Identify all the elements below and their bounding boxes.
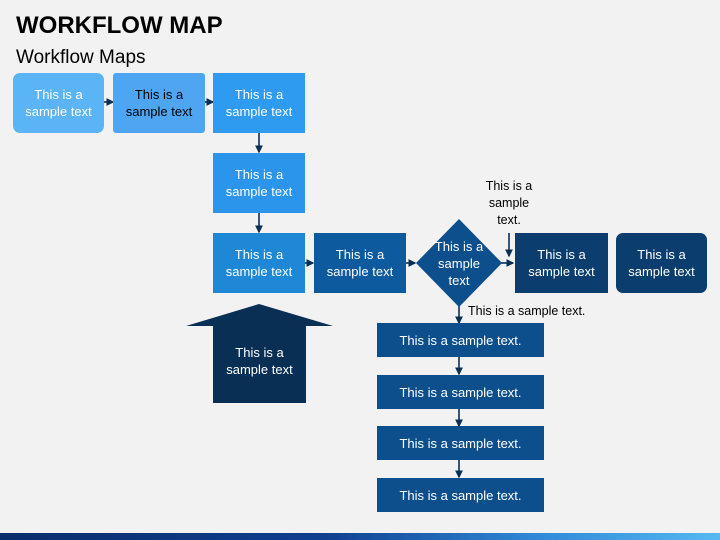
- step-box-2: This is a sample text.: [377, 375, 544, 409]
- decision-diamond: [416, 219, 502, 307]
- decision-label: This is a sample text: [434, 238, 484, 288]
- step-box-4: This is a sample text.: [377, 478, 544, 512]
- process-box-4: This is a sample text: [213, 153, 305, 213]
- process-box-5: This is a sample text: [213, 233, 305, 293]
- page-title: WORKFLOW MAP: [16, 12, 223, 39]
- step-box-3: This is a sample text.: [377, 426, 544, 460]
- arrow-block-label: This is a sample text: [226, 345, 293, 377]
- process-box-1: This is a sample text: [13, 73, 104, 133]
- process-box-7: This is a sample text: [515, 233, 608, 293]
- step-box-1: This is a sample text.: [377, 323, 544, 357]
- annotation-top: This is a sample text.: [485, 179, 533, 227]
- process-box-6: This is a sample text: [314, 233, 406, 293]
- up-arrow-block: [186, 304, 333, 403]
- page-subtitle: Workflow Maps: [16, 47, 146, 68]
- process-box-3: This is a sample text: [213, 73, 305, 133]
- annotation-side: This is a sample text.: [468, 304, 586, 318]
- process-box-2: This is a sample text: [113, 73, 205, 133]
- bottom-accent-bar: [0, 533, 720, 540]
- process-box-8: This is a sample text: [616, 233, 707, 293]
